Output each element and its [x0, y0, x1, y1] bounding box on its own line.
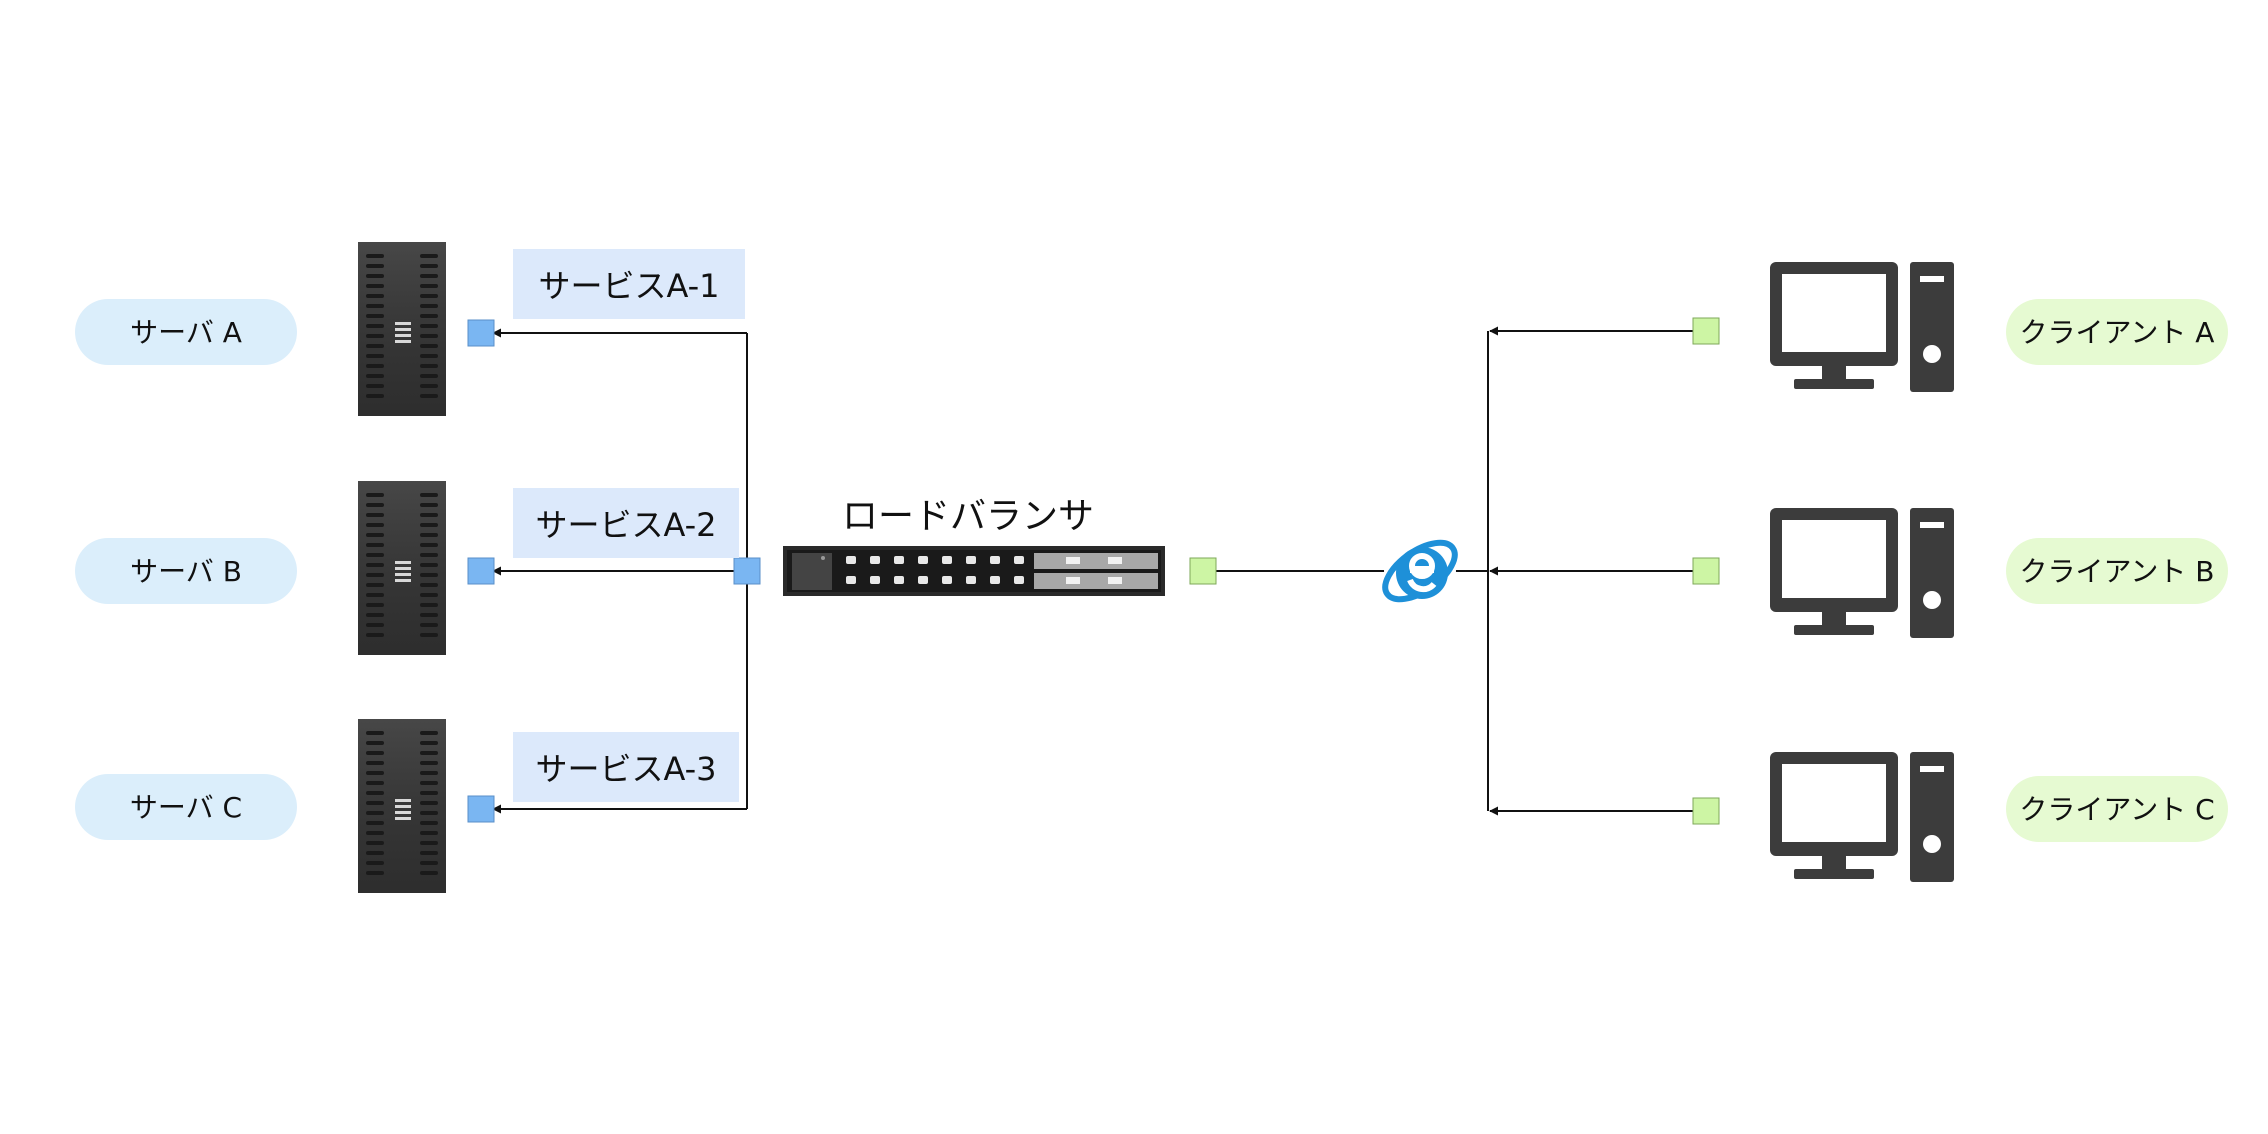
service-label-2: サービスA-2 [513, 488, 739, 558]
service-label-3: サービスA-3 [513, 732, 739, 802]
connections [492, 326, 1694, 816]
client-b-port [1692, 557, 1720, 585]
server-label-b: サーバ B [75, 538, 297, 604]
server-b-name: サーバ B [130, 555, 242, 588]
load-balancer-icon [783, 546, 1165, 596]
server-c-icon [358, 719, 446, 893]
server-b-icon [358, 481, 446, 655]
internet-explorer-icon [1382, 535, 1458, 607]
server-a-port [467, 319, 495, 347]
service-label-1: サービスA-1 [513, 249, 745, 319]
server-a-icon [358, 242, 446, 416]
load-balancer-label: ロードバランサ [842, 496, 1094, 537]
client-label-a: クライアント A [2006, 299, 2228, 365]
server-c-name: サーバ C [130, 791, 242, 824]
service-a-1-text: サービスA-1 [538, 267, 719, 305]
server-label-a: サーバ A [75, 299, 297, 365]
client-a-name: クライアント A [2020, 316, 2215, 349]
service-a-2-text: サービスA-2 [535, 506, 716, 544]
service-a-3-text: サービスA-3 [535, 750, 716, 788]
server-b-port [467, 557, 495, 585]
client-a-port [1692, 317, 1720, 345]
client-c-port [1692, 797, 1720, 825]
client-c-name: クライアント C [2019, 793, 2214, 826]
client-label-c: クライアント C [2006, 776, 2228, 842]
client-label-b: クライアント B [2006, 538, 2228, 604]
load-balancer-port [1189, 557, 1217, 585]
client-a-computer-icon [1770, 262, 1954, 392]
client-b-computer-icon [1770, 508, 1954, 638]
server-c-port [467, 795, 495, 823]
server-label-c: サーバ C [75, 774, 297, 840]
client-c-computer-icon [1770, 752, 1954, 882]
hub-port [733, 557, 761, 585]
server-a-name: サーバ A [130, 316, 242, 349]
client-b-name: クライアント B [2020, 555, 2215, 588]
